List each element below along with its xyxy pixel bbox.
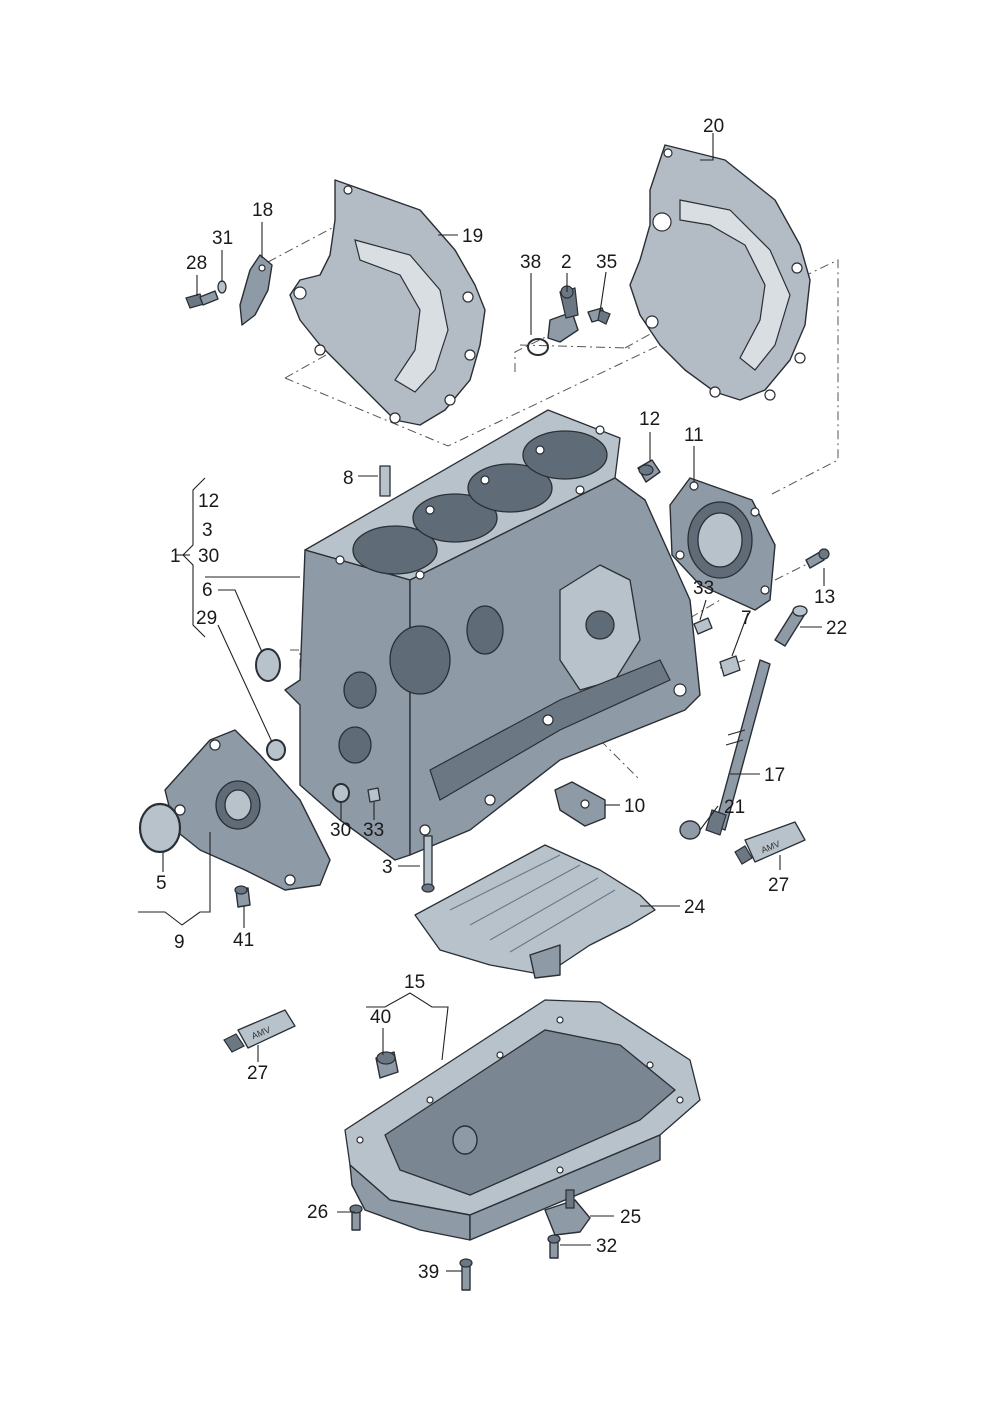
callout-numbers: 20 18 19 31 28 38 2 35 12 11 8 12 3 1 30… [156, 116, 847, 1283]
seal-29 [266, 739, 286, 761]
callout-27-right: 27 [768, 875, 789, 896]
sensor-25 [544, 1189, 591, 1236]
callout-39: 39 [418, 1262, 439, 1283]
callout-26: 26 [307, 1202, 328, 1223]
callout-15: 15 [404, 972, 425, 993]
dowel-33-left [367, 787, 381, 803]
callout-11: 11 [684, 425, 704, 446]
callout-8: 8 [343, 468, 354, 489]
callout-7: 7 [741, 608, 752, 629]
callout-27-left: 27 [247, 1063, 268, 1084]
stud-8 [379, 465, 391, 497]
callout-3-bolt: 3 [382, 857, 393, 878]
bolt-26 [349, 1204, 363, 1231]
callout-12-right: 12 [639, 409, 660, 430]
bolt-41 [234, 885, 251, 908]
callout-22: 22 [826, 618, 847, 639]
bracket-10 [554, 781, 606, 827]
bolt-28 [185, 290, 219, 309]
seal-6 [255, 648, 281, 682]
callout-38: 38 [520, 252, 541, 273]
callout-24: 24 [684, 897, 706, 918]
callout-6: 6 [202, 580, 213, 601]
leader-lines [138, 133, 825, 1272]
washer-31 [217, 280, 227, 294]
dowel-33-right [693, 617, 713, 635]
guide-tube-22 [774, 605, 808, 647]
callout-21: 21 [724, 797, 745, 818]
callout-31: 31 [212, 228, 233, 249]
callout-19: 19 [462, 226, 483, 247]
callout-32: 32 [596, 1236, 617, 1257]
seal-5 [138, 802, 182, 854]
bolt-32 [547, 1234, 561, 1259]
bolt-3 [421, 835, 435, 893]
callout-29: 29 [196, 608, 217, 629]
callout-12-group: 12 [198, 491, 219, 512]
callout-17: 17 [764, 765, 785, 786]
bolt-35 [587, 307, 611, 325]
callout-35: 35 [596, 252, 617, 273]
rear-plate-gasket-19 [289, 179, 486, 426]
callout-13: 13 [814, 587, 835, 608]
bolt-13 [805, 548, 830, 569]
callout-20: 20 [703, 116, 724, 137]
callout-40: 40 [370, 1007, 391, 1028]
callout-10: 10 [624, 796, 645, 817]
oil-pan-15 [344, 999, 701, 1241]
cover-18 [239, 254, 273, 326]
seal-30 [332, 783, 350, 803]
callout-33-lower: 33 [363, 820, 384, 841]
baffle-plate-24 [414, 844, 656, 979]
drain-plug-40 [375, 1051, 399, 1079]
bolt-39 [459, 1258, 473, 1291]
callout-25: 25 [620, 1207, 641, 1228]
callout-30-group: 30 [198, 546, 219, 567]
rear-plate-gasket-20 [629, 144, 811, 401]
callout-2: 2 [561, 252, 572, 273]
seal-flange-11 [669, 477, 776, 611]
front-cover-9 [164, 729, 331, 891]
callout-30-lower: 30 [330, 820, 351, 841]
plug-12 [637, 459, 661, 483]
callout-28: 28 [186, 253, 207, 274]
callout-18: 18 [252, 200, 273, 221]
callout-1: 1 [170, 546, 181, 567]
callout-5: 5 [156, 873, 167, 894]
cylinder-block [284, 409, 701, 861]
callout-9: 9 [174, 932, 185, 953]
sealant-tube-27-left: AMV [223, 1009, 296, 1053]
callout-41: 41 [233, 930, 254, 951]
sleeve-7 [719, 655, 741, 677]
cap-21 [679, 820, 701, 840]
sealant-tube-27-right: AMV [734, 821, 806, 865]
callout-33-right: 33 [693, 578, 714, 599]
sensor-2 [547, 285, 579, 343]
o-ring-38 [527, 338, 549, 356]
callout-3-group: 3 [202, 520, 213, 541]
